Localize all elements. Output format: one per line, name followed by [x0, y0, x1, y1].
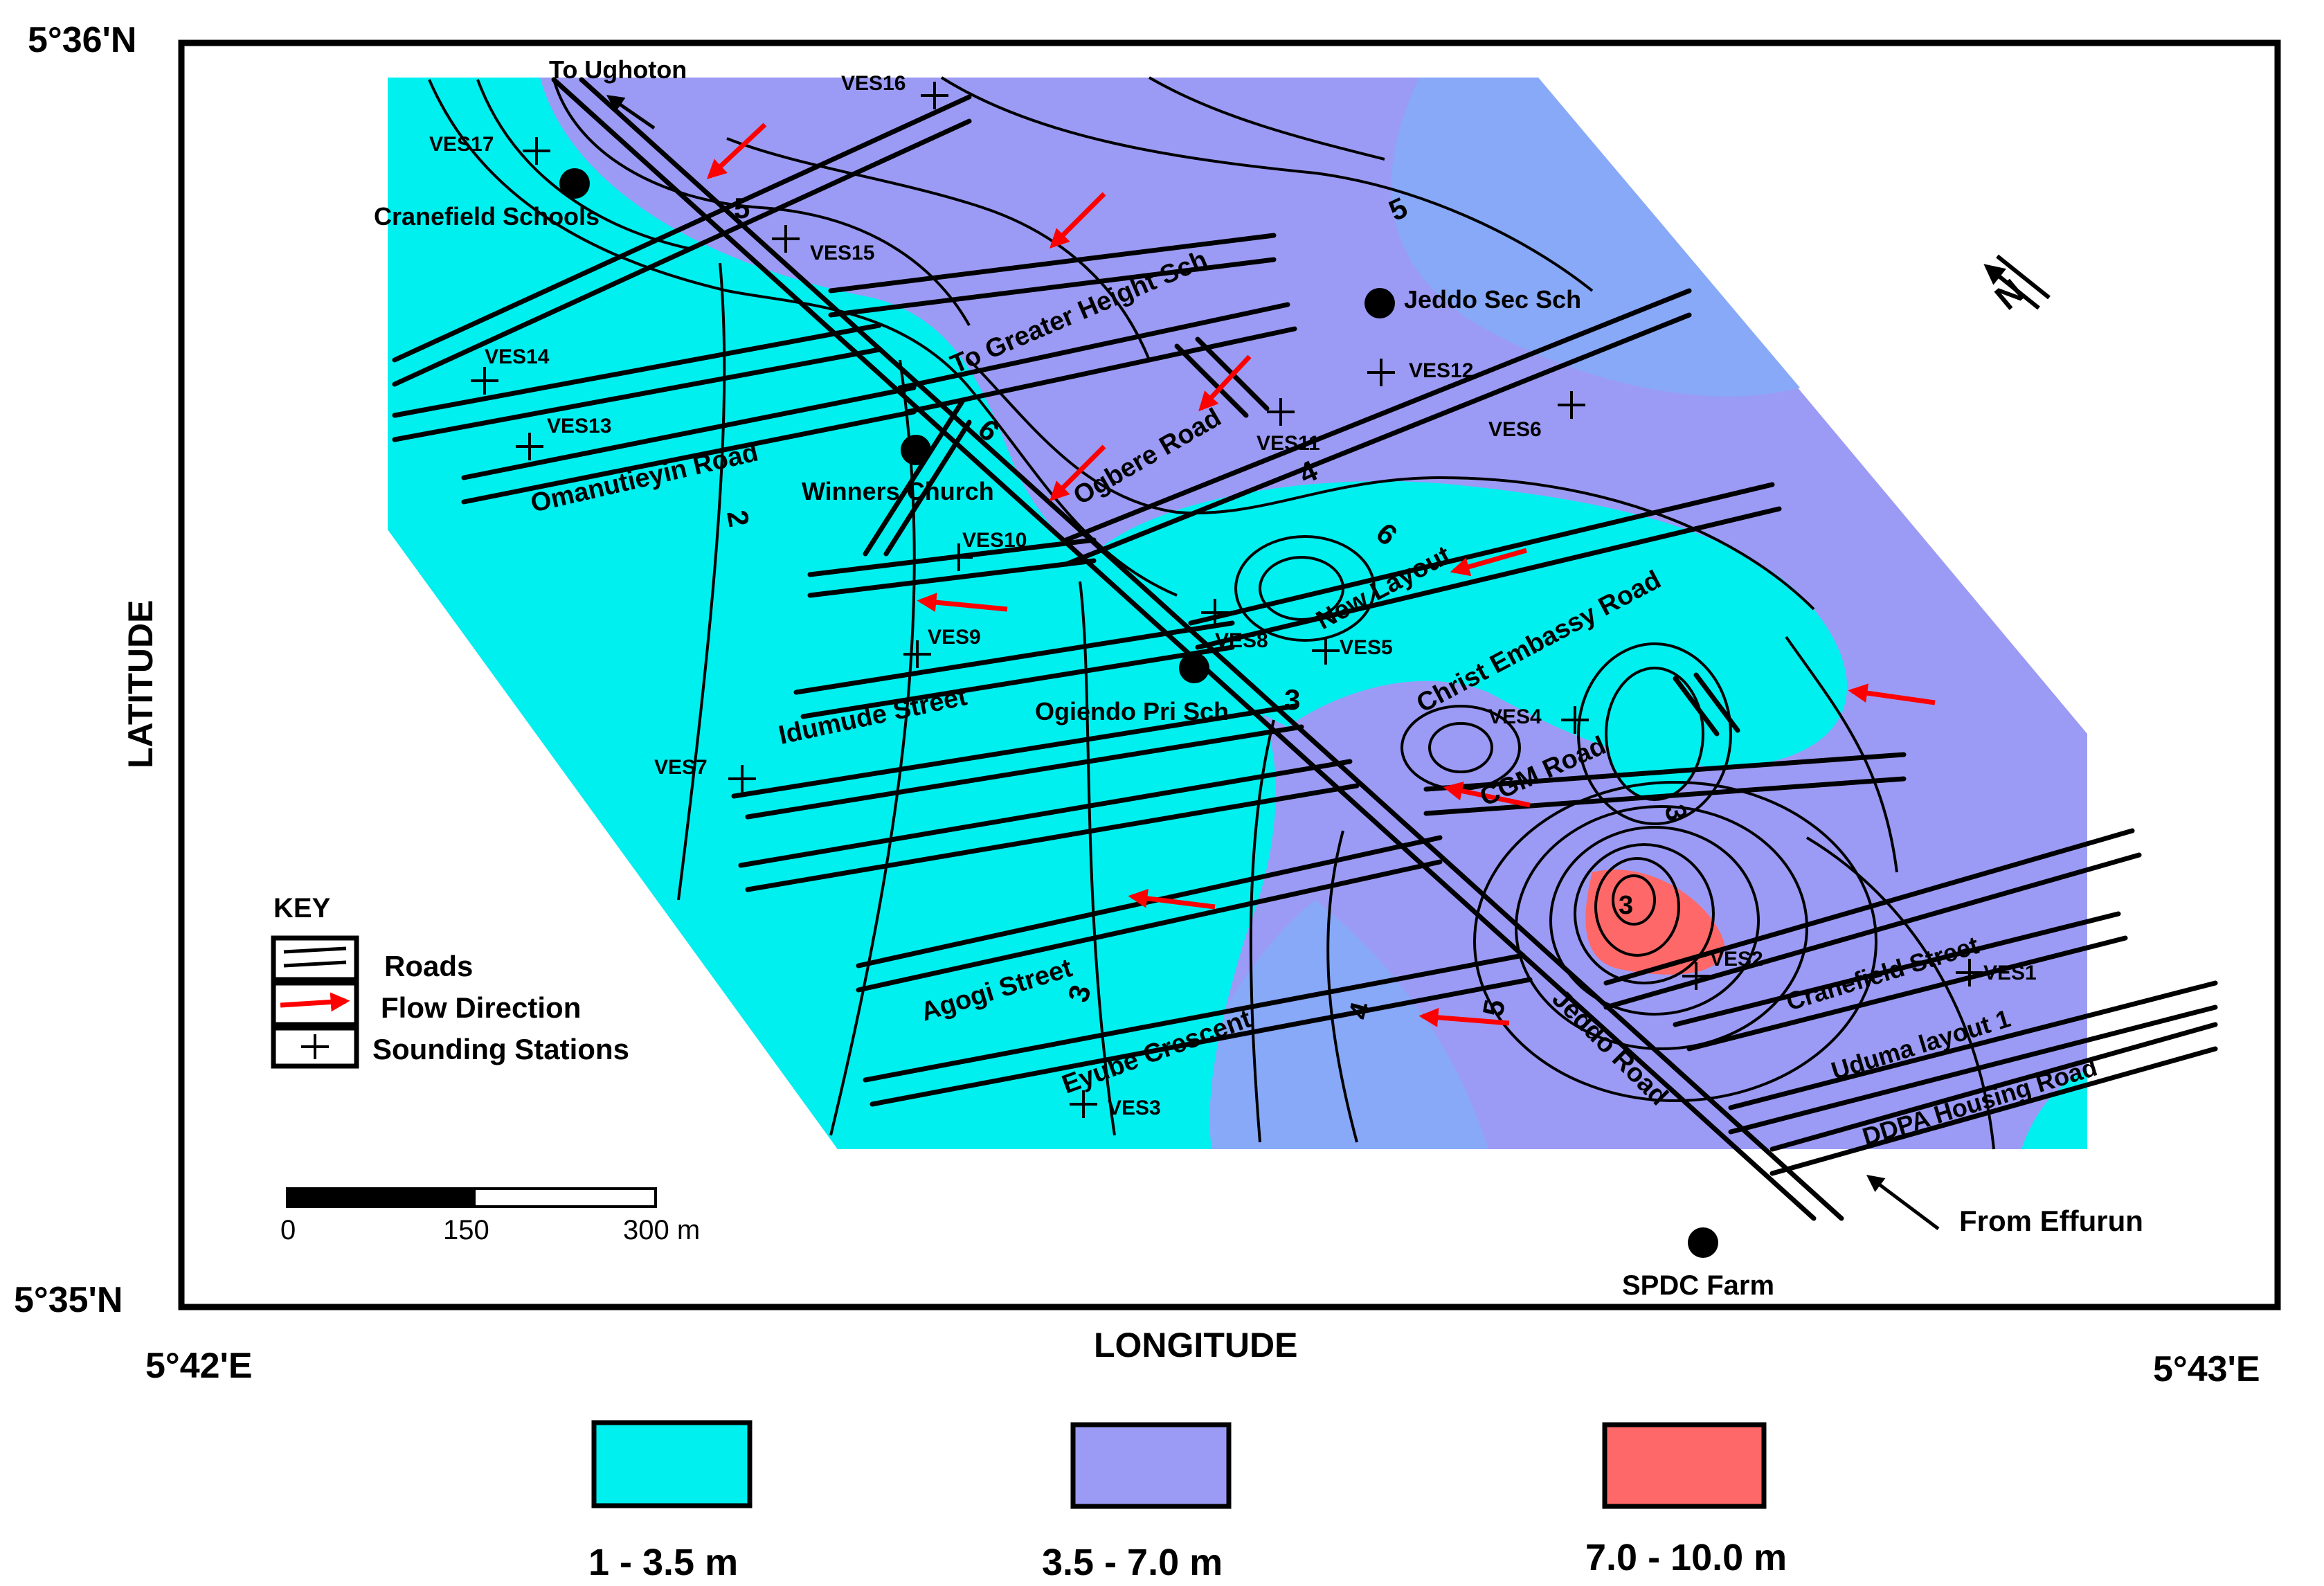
key-flow: Flow Direction	[381, 991, 581, 1024]
station-cross	[1070, 1090, 1097, 1118]
zone-mid-light	[1391, 78, 1800, 397]
station-label: VES8	[1215, 629, 1268, 652]
station-cross	[516, 433, 543, 460]
station-label: VES2	[1710, 948, 1763, 971]
zone-high	[1585, 869, 1725, 975]
legend: 1 - 3.5 m 3.5 - 7.0 m 7.0 - 10.0 m	[588, 1420, 1787, 1583]
legend-swatch-high	[1602, 1422, 1767, 1509]
flow-arrow	[1443, 781, 1531, 808]
station-cross	[1312, 637, 1340, 665]
roads	[392, 77, 2218, 1221]
key-roads: Roads	[384, 950, 473, 982]
contour-value: 5	[734, 192, 750, 224]
scale-bar: 0 150 300 m	[280, 1187, 700, 1245]
lon-left: 5°42'E	[145, 1346, 253, 1386]
legend-swatch-mid	[1070, 1422, 1232, 1509]
station-label: VES15	[810, 242, 874, 264]
lat-top: 5°36'N	[28, 20, 136, 60]
contour-value: 3	[1619, 891, 1633, 920]
station-cross	[1956, 959, 1983, 986]
station-label: VES1	[1983, 962, 2037, 984]
station-label: VES17	[429, 133, 494, 156]
scale-tick-150: 150	[443, 1215, 489, 1245]
station-label: VES11	[1256, 432, 1320, 455]
station-label: VES9	[928, 626, 981, 649]
station-label: VES7	[654, 756, 708, 779]
station-markers	[471, 82, 1983, 1118]
place-label: Cranefield Schools	[374, 202, 600, 231]
place-dot	[559, 168, 590, 199]
flow-arrow	[1050, 192, 1106, 249]
flow-arrow	[917, 593, 1008, 613]
place-label: Jeddo Sec Sch	[1404, 285, 1581, 314]
station-cross	[903, 640, 931, 668]
flow-arrow	[1418, 1007, 1510, 1027]
station-cross	[772, 225, 800, 253]
station-cross	[1367, 359, 1395, 386]
flow-arrow	[1450, 548, 1527, 577]
station-cross	[945, 543, 973, 571]
key-sounding: Sounding Stations	[372, 1033, 629, 1065]
station-labels: VES1 VES2 VES3 VES4 VES5 VES6 VES7 VES8 …	[429, 72, 2037, 1119]
x-axis-label: LONGITUDE	[1094, 1326, 1297, 1364]
station-label: VES13	[547, 415, 611, 438]
station-label: VES10	[962, 529, 1027, 552]
station-label: VES14	[485, 345, 550, 368]
station-cross	[728, 765, 756, 793]
contour-lines	[428, 76, 1995, 1150]
y-axis-label: LATITUDE	[121, 600, 160, 768]
place-label: SPDC Farm	[1622, 1270, 1774, 1301]
legend-label: 3.5 - 7.0 m	[1042, 1542, 1223, 1583]
station-label: VES3	[1108, 1097, 1161, 1119]
contour-value: 3	[1284, 683, 1300, 716]
station-cross	[471, 367, 498, 395]
to-ughoton-arrow	[606, 95, 656, 130]
place-markers	[559, 168, 1718, 1258]
station-cross	[1201, 599, 1229, 627]
station-label: VES6	[1488, 418, 1542, 441]
zone-mid-ves4	[1402, 706, 1520, 789]
station-cross	[921, 82, 948, 109]
flow-arrow	[1198, 354, 1252, 412]
station-label: VES4	[1488, 705, 1542, 728]
axes: 5°36'N 5°35'N 5°42'E 5°43'E LONGITUDE LA…	[14, 20, 2260, 1389]
place-label: Ogiendo Pri Sch	[1035, 697, 1229, 726]
legend-swatch-low	[591, 1420, 753, 1508]
direction-label: From Effurun	[1959, 1205, 2143, 1237]
map-key: KEY Roads Flow Direction Sounding Statio…	[271, 893, 629, 1069]
place-dot	[1179, 653, 1209, 683]
station-cross	[1561, 706, 1589, 734]
station-cross	[1682, 962, 1710, 990]
flow-arrow	[1050, 444, 1106, 501]
map-frame	[178, 39, 2281, 1310]
station-cross	[1267, 398, 1295, 426]
zone-low-pocket	[1606, 668, 1703, 800]
legend-label: 7.0 - 10.0 m	[1585, 1537, 1787, 1578]
station-cross	[1558, 391, 1585, 419]
place-dot	[901, 435, 931, 465]
place-dot	[1364, 288, 1395, 318]
scale-tick-300: 300 m	[623, 1215, 700, 1245]
flow-arrow	[706, 123, 767, 179]
flow-arrow	[1848, 683, 1936, 705]
north-arrow-icon: N	[1983, 254, 2051, 317]
from-effurun-arrow	[1866, 1175, 1940, 1230]
station-label: VES12	[1409, 359, 1473, 382]
station-label: VES5	[1340, 636, 1393, 659]
place-label: Winners Church	[802, 477, 994, 505]
station-cross	[523, 137, 550, 165]
place-labels: Cranefield Schools Jeddo Sec Sch Winners…	[374, 55, 2143, 1301]
legend-label: 1 - 3.5 m	[588, 1542, 738, 1583]
place-dot	[1688, 1227, 1718, 1258]
scale-tick-0: 0	[280, 1215, 296, 1245]
station-label: VES16	[841, 72, 906, 95]
key-title: KEY	[273, 893, 331, 923]
flow-arrow	[1128, 888, 1216, 910]
zone-low-west	[388, 78, 1276, 1149]
direction-label: To Ughoton	[549, 55, 687, 84]
flow-arrows	[706, 123, 1936, 1027]
lon-right: 5°43'E	[2153, 1349, 2260, 1389]
lat-bottom: 5°35'N	[14, 1280, 123, 1320]
